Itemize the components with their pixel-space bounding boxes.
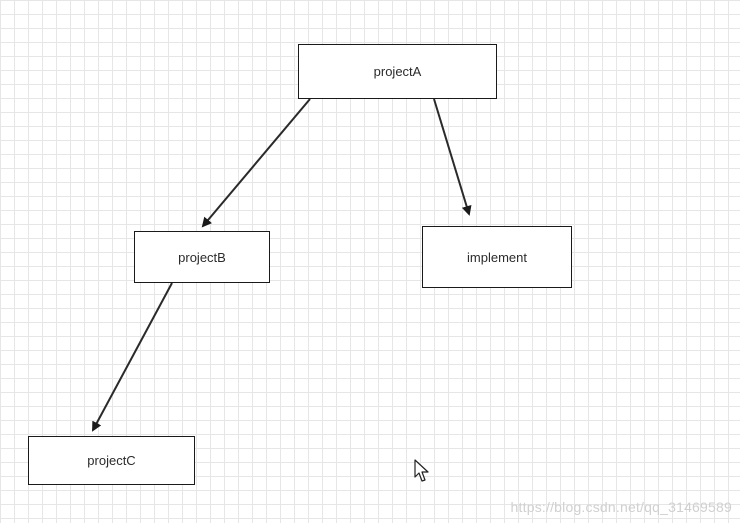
node-project-a[interactable]: projectA: [298, 44, 497, 99]
node-project-b-label: projectB: [178, 249, 226, 265]
mouse-pointer-icon: [414, 459, 429, 482]
edge-projectb-to-projectc: [92, 282, 173, 432]
edge-projecta-to-projectb: [201, 98, 311, 228]
node-project-c-label: projectC: [87, 453, 136, 468]
node-project-b[interactable]: projectB: [134, 231, 270, 283]
node-project-a-label: projectA: [373, 64, 422, 79]
watermark-text: https://blog.csdn.net/qq_31469589: [510, 499, 732, 515]
node-implement[interactable]: implement: [422, 226, 572, 288]
node-project-c[interactable]: projectC: [28, 436, 195, 485]
edge-projecta-to-implement: [433, 98, 472, 216]
node-implement-label: implement: [467, 249, 527, 265]
